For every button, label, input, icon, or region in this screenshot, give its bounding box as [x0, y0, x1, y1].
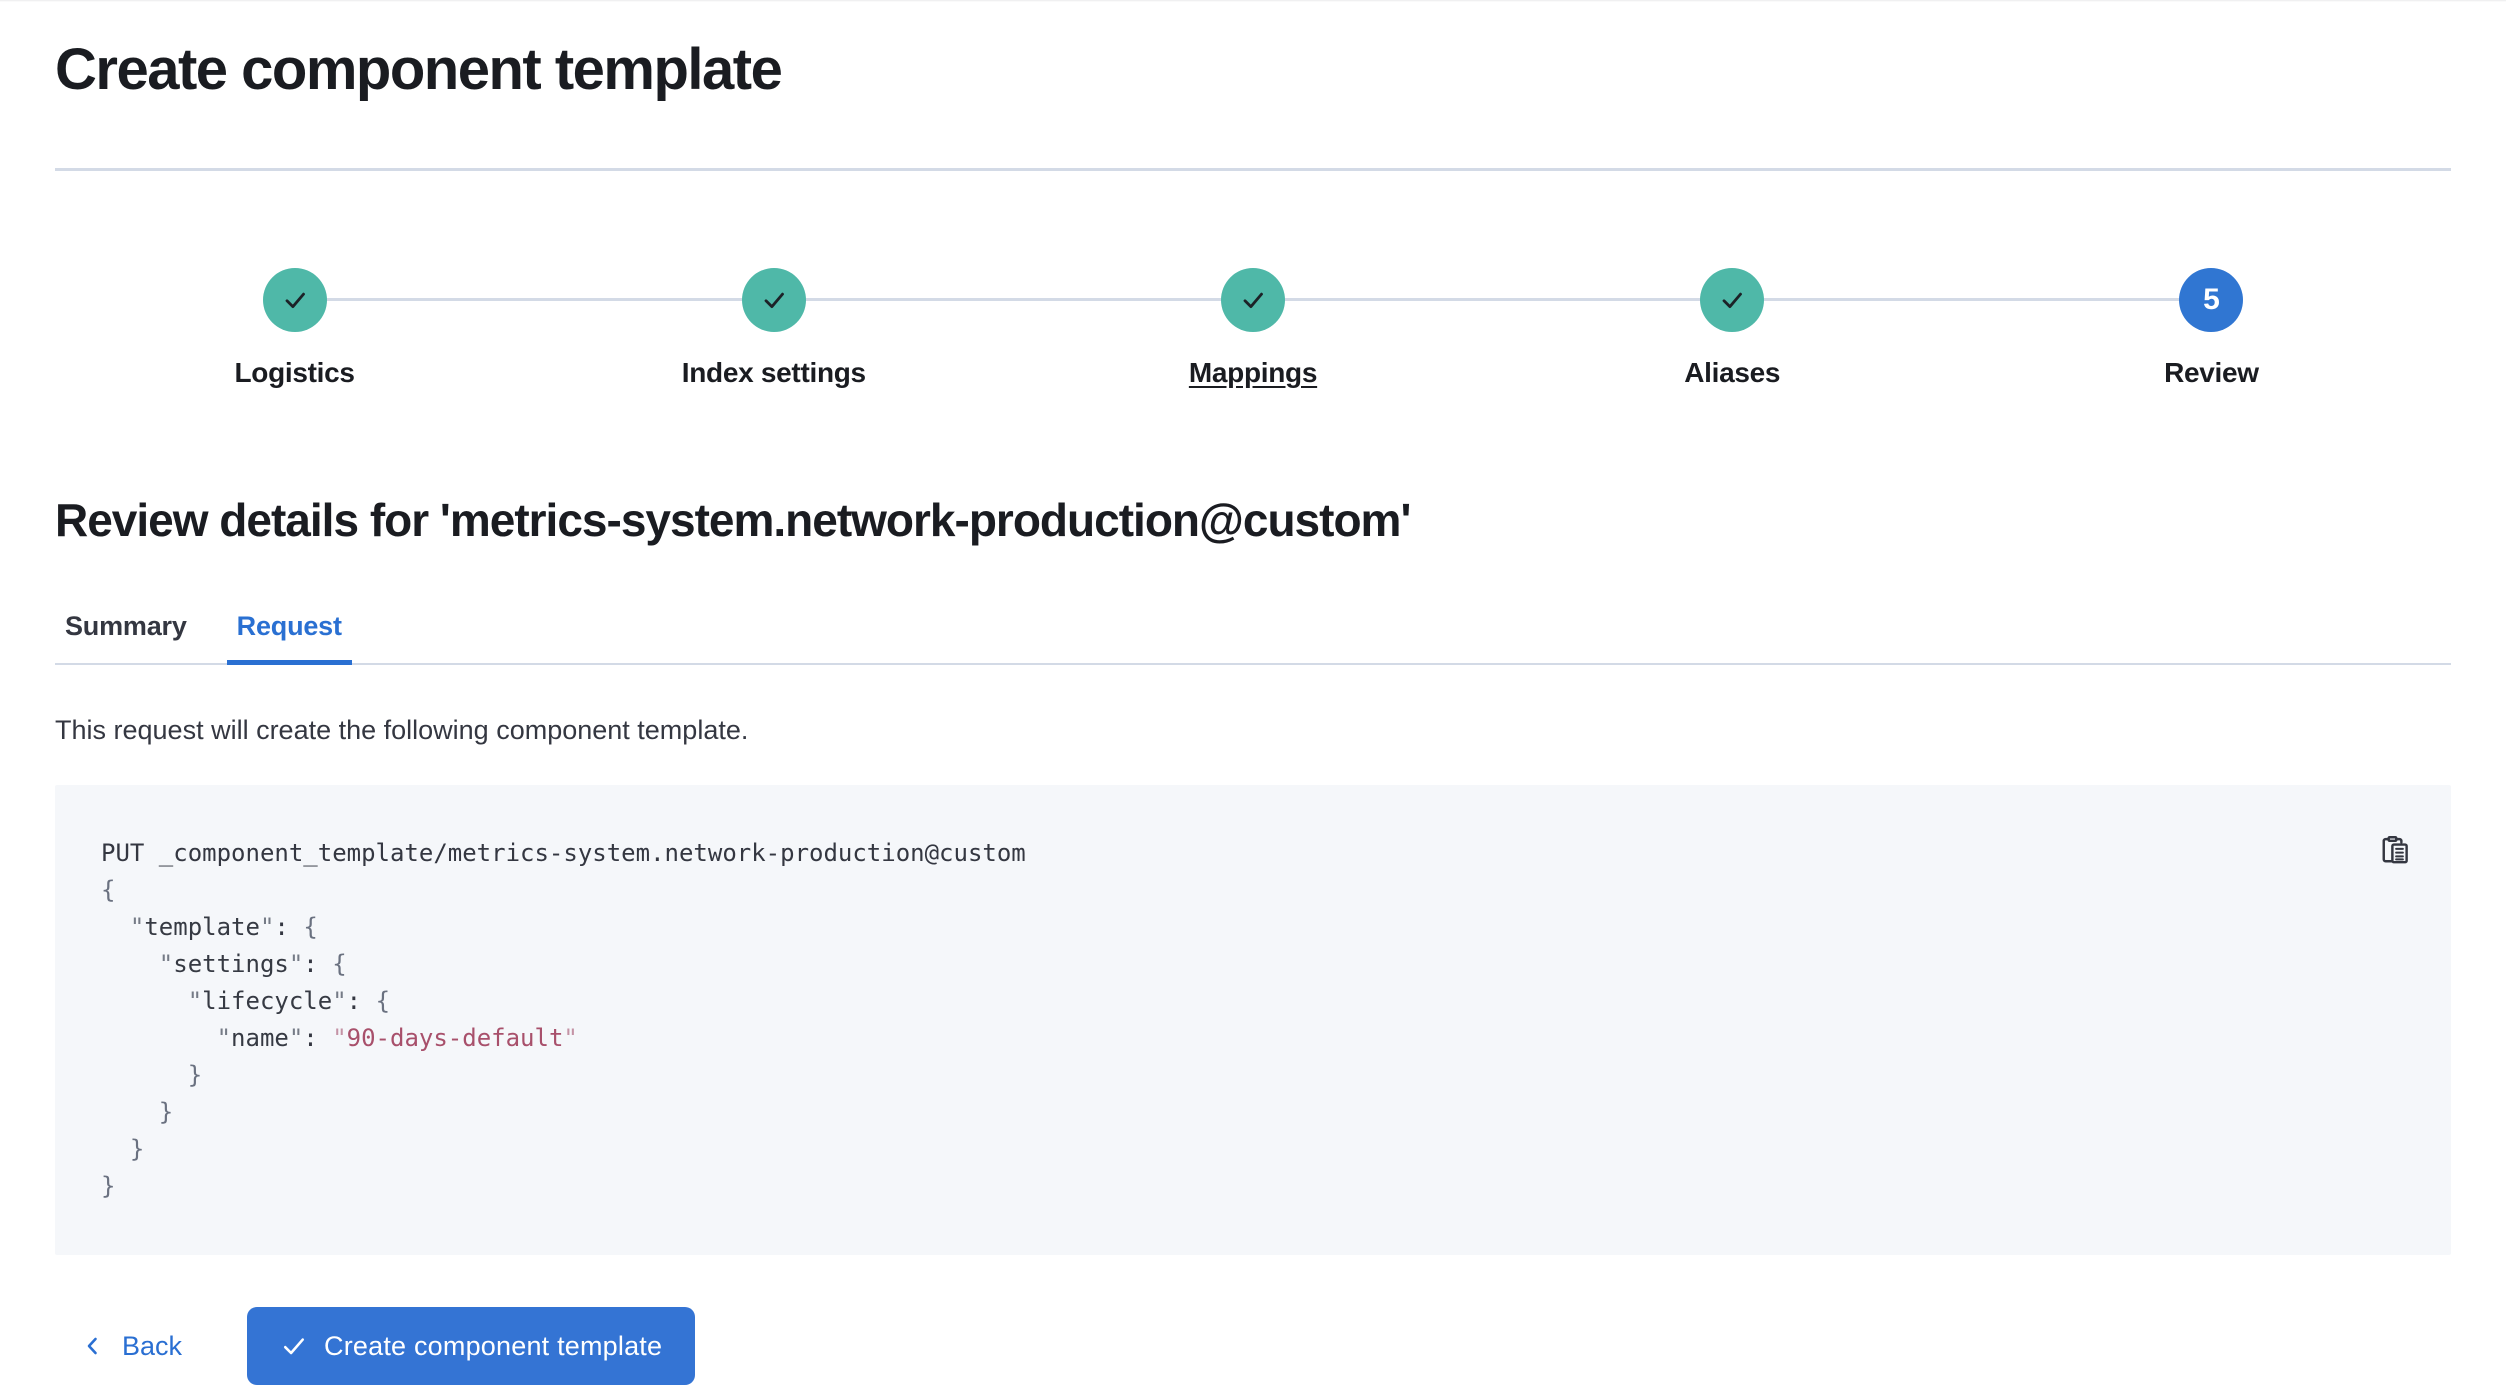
step-label: Index settings: [681, 357, 866, 388]
code-line: }: [101, 1098, 174, 1126]
copy-clipboard-icon: [2380, 835, 2410, 868]
title-divider: [55, 168, 2451, 171]
copy-button[interactable]: [2373, 829, 2417, 873]
create-button-label: Create component template: [324, 1330, 663, 1361]
step-aliases[interactable]: Aliases: [1493, 268, 1972, 398]
create-component-template-button[interactable]: Create component template: [247, 1307, 696, 1385]
code-line: "name": "90-days-default": [216, 1024, 578, 1052]
request-code: PUT _component_template/metrics-system.n…: [101, 835, 2405, 1205]
step-number: 5: [2203, 283, 2220, 316]
code-line: PUT _component_template/metrics-system.n…: [101, 839, 1026, 867]
step-label: Aliases: [1684, 357, 1781, 388]
tabs: Summary Request: [55, 611, 2451, 665]
step-label: Mappings: [1188, 357, 1318, 388]
check-icon: [280, 1332, 308, 1360]
code-line: "settings": {: [158, 950, 347, 978]
intro-text: This request will create the following c…: [55, 715, 749, 745]
back-label: Back: [122, 1330, 183, 1361]
step-mappings[interactable]: Mappings: [1013, 268, 1492, 398]
chevron-left-icon: [81, 1334, 105, 1358]
step-logistics[interactable]: Logistics: [55, 268, 534, 398]
step-number-badge: 5: [2179, 268, 2244, 332]
code-line: }: [101, 1061, 203, 1089]
step-label: Logistics: [234, 357, 355, 388]
page-title: Create component template: [55, 37, 783, 102]
code-line: }: [101, 1135, 145, 1163]
code-line: "template": {: [129, 913, 318, 941]
step-label: Review: [2164, 357, 2259, 388]
code-line: }: [101, 1172, 116, 1200]
code-line: "lifecycle": {: [187, 987, 391, 1015]
check-icon: [741, 268, 806, 332]
check-icon: [262, 268, 327, 332]
check-icon: [1700, 268, 1765, 332]
request-code-block: PUT _component_template/metrics-system.n…: [55, 785, 2451, 1255]
window-top-edge: [0, 0, 2506, 2]
tab-request[interactable]: Request: [226, 611, 352, 665]
code-line: {: [101, 876, 116, 904]
step-index-settings[interactable]: Index settings: [534, 268, 1013, 398]
check-icon: [1221, 268, 1285, 332]
footer-actions: Back Create component template: [55, 1307, 2451, 1385]
review-heading: Review details for 'metrics-system.netwo…: [55, 494, 1411, 546]
back-button[interactable]: Back: [81, 1331, 182, 1362]
tab-summary[interactable]: Summary: [55, 611, 197, 665]
